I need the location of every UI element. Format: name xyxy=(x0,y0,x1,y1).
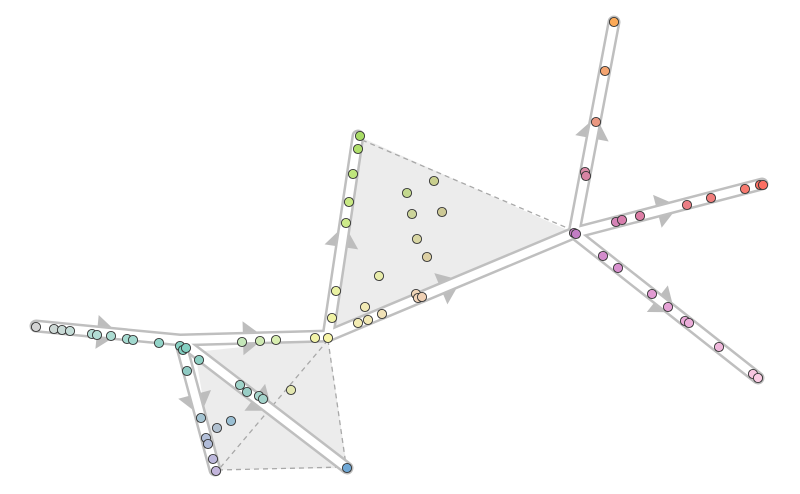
region-boundary-dashed xyxy=(217,466,346,471)
region-boundary-dashed xyxy=(361,139,573,231)
cell-point xyxy=(421,251,433,263)
cell-point xyxy=(105,330,117,342)
cell-point xyxy=(127,334,139,346)
cell-point xyxy=(257,393,269,405)
cell-point xyxy=(225,415,237,427)
cell-point xyxy=(739,183,751,195)
cell-point xyxy=(662,301,674,313)
cell-point xyxy=(752,372,764,384)
cell-point xyxy=(411,233,423,245)
cell-point xyxy=(285,384,297,396)
region-boundary-dashed xyxy=(327,339,347,466)
cell-point xyxy=(681,199,693,211)
cell-point xyxy=(254,335,266,347)
cell-point xyxy=(234,379,246,391)
cell-point xyxy=(153,337,165,349)
cell-point xyxy=(193,354,205,366)
cell-point xyxy=(347,168,359,180)
cells xyxy=(30,16,769,477)
cell-point xyxy=(757,179,769,191)
cell-point xyxy=(362,314,374,326)
cell-point xyxy=(599,65,611,77)
cell-point xyxy=(180,342,192,354)
cell-point xyxy=(236,336,248,348)
cell-point xyxy=(373,270,385,282)
cell-point xyxy=(352,143,364,155)
cell-point xyxy=(210,465,222,477)
cell-point xyxy=(352,317,364,329)
cell-point xyxy=(181,365,193,377)
cell-point xyxy=(616,214,628,226)
edge xyxy=(176,332,332,344)
cell-point xyxy=(597,250,609,262)
cell-point xyxy=(608,16,620,28)
cell-point xyxy=(30,321,42,333)
cell-point xyxy=(326,312,338,324)
cell-point xyxy=(713,341,725,353)
cell-point xyxy=(270,334,282,346)
cell-point xyxy=(590,116,602,128)
cell-point xyxy=(64,325,76,337)
cell-point xyxy=(428,175,440,187)
cell-point xyxy=(354,130,366,142)
cell-region xyxy=(328,136,574,336)
cell-point xyxy=(705,192,717,204)
cell-point xyxy=(683,317,695,329)
cell-point xyxy=(570,228,582,240)
edge xyxy=(570,18,618,237)
cell-point xyxy=(359,301,371,313)
edge xyxy=(570,180,766,237)
cell-point xyxy=(202,438,214,450)
cell-point xyxy=(340,217,352,229)
cell-point xyxy=(634,210,646,222)
cell-point xyxy=(401,187,413,199)
cell-point xyxy=(322,332,334,344)
cell-point xyxy=(436,206,448,218)
cell-point xyxy=(612,262,624,274)
cell-point xyxy=(416,291,428,303)
cell-point xyxy=(195,412,207,424)
cell-point xyxy=(580,170,592,182)
cell-point xyxy=(376,308,388,320)
cell-point xyxy=(211,422,223,434)
cell-point xyxy=(330,285,342,297)
cell-point xyxy=(207,453,219,465)
cell-point xyxy=(646,288,658,300)
cell-point xyxy=(406,208,418,220)
cell-point xyxy=(341,462,353,474)
cell-point xyxy=(241,386,253,398)
cell-point xyxy=(309,332,321,344)
regions xyxy=(195,136,574,471)
cell-point xyxy=(343,196,355,208)
cell-point xyxy=(91,329,103,341)
